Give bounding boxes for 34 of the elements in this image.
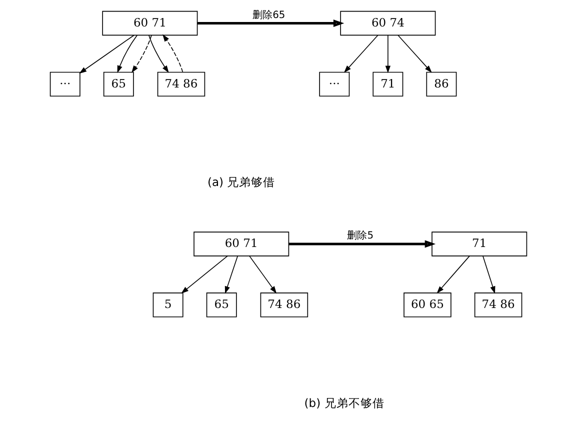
arrow xyxy=(180,256,228,294)
arrow xyxy=(116,34,138,74)
node-box: 60 71 xyxy=(193,232,289,256)
edge-label: 删除65 xyxy=(252,10,285,21)
arrow xyxy=(397,34,432,73)
node-box: ··· xyxy=(49,72,80,97)
node-box: 74 86 xyxy=(474,292,522,318)
node-box: 5 xyxy=(152,292,183,318)
arrow xyxy=(162,34,183,72)
arrow xyxy=(131,34,152,73)
arrow xyxy=(148,34,168,73)
node-box: 60 65 xyxy=(403,292,451,318)
label: (b) 兄弟不够借 xyxy=(304,396,384,410)
node-box: 86 xyxy=(426,72,456,97)
node-box: ··· xyxy=(318,72,350,97)
arrow xyxy=(343,34,378,73)
node-box: 60 74 xyxy=(340,10,436,36)
arrow xyxy=(224,256,238,294)
arrow xyxy=(436,256,470,294)
node-box: 74 86 xyxy=(260,292,308,318)
arrow xyxy=(248,256,276,294)
node-box: 71 xyxy=(372,72,403,97)
node-box: 65 xyxy=(206,292,236,318)
node-box: 60 71 xyxy=(102,10,198,36)
arrow xyxy=(78,34,134,74)
node-box: 74 86 xyxy=(156,72,205,97)
arrow xyxy=(288,240,436,248)
edge-label: 删除5 xyxy=(346,230,373,242)
node-box: 71 xyxy=(431,232,527,256)
arrow xyxy=(482,256,495,294)
label: (a) 兄弟够借 xyxy=(207,175,275,190)
arrow xyxy=(197,20,344,28)
node-box: 65 xyxy=(102,72,134,97)
arrow xyxy=(384,34,390,74)
